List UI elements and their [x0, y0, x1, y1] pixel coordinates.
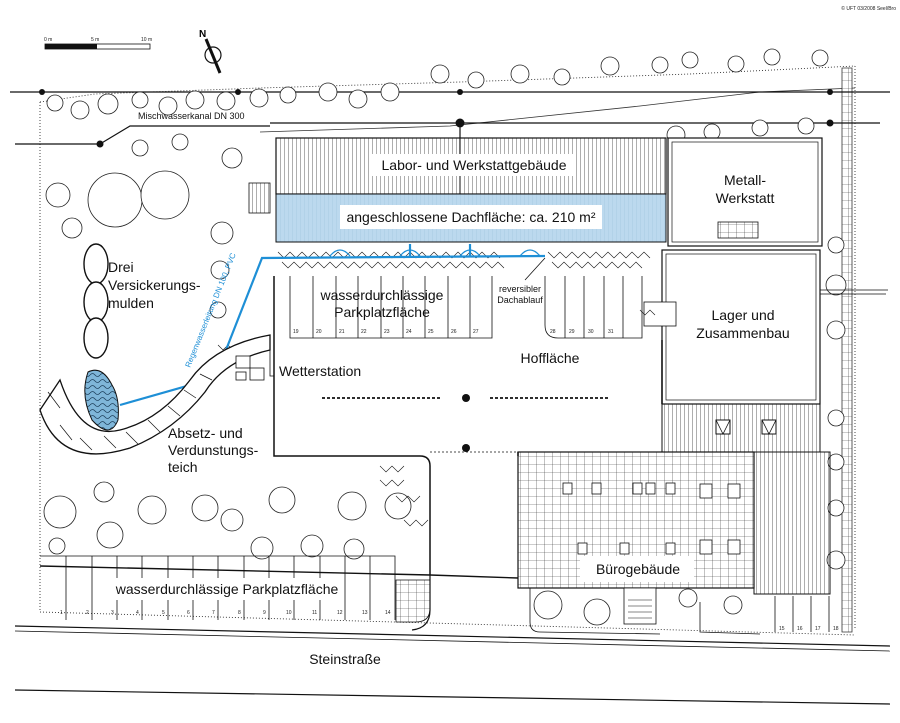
courtyard-outline: [273, 276, 663, 575]
office-label: Bürogebäude: [596, 561, 680, 577]
rainwater-pipe: [119, 244, 546, 407]
svg-text:12: 12: [337, 610, 343, 616]
svg-text:13: 13: [362, 610, 368, 616]
copyright-text: © UFT 03/2008 Seel/Bro: [841, 5, 896, 12]
svg-text:15: 15: [779, 626, 785, 632]
downspout-label-1: reversibler: [499, 284, 541, 294]
svg-text:1: 1: [60, 610, 63, 616]
yard-label: Hoffläche: [521, 350, 580, 366]
svg-text:18: 18: [833, 626, 839, 632]
street-label: Steinstraße: [309, 651, 381, 667]
parking-top-label-2: Parkplatzfläche: [334, 304, 430, 320]
parking-numbers-bottom: 1 2 3 4 5 6 7 8 9 10 11 12 13 14: [60, 610, 391, 616]
parking-right: [774, 596, 830, 632]
roof-area-label: angeschlossene Dachfläche: ca. 210 m²: [346, 209, 595, 225]
scale-tick-0: 0 m: [44, 37, 52, 43]
svg-text:7: 7: [212, 610, 215, 616]
parking-numbers-right: 15 16 17 18: [779, 626, 839, 632]
parking-numbers-top: 19 20 21 22 23 24 25 26 27 28 29 30 31: [293, 329, 614, 335]
trees: [43, 48, 847, 626]
metal-workshop-building: Metall- Werkstatt: [667, 137, 823, 247]
pond-label-1: Absetz- und: [168, 425, 243, 441]
infiltration-swales: [83, 243, 109, 359]
north-label: N: [199, 29, 206, 40]
scale-tick-10: 10 m: [141, 37, 152, 43]
svg-text:23: 23: [384, 329, 390, 335]
svg-text:14: 14: [385, 610, 391, 616]
corner-planting: [395, 575, 431, 631]
downspout-label-2: Dachablauf: [497, 295, 543, 305]
pond-label-2: Verdunstungs-: [168, 442, 259, 458]
lab-building: Labor- und Werkstattgebäude angeschlosse…: [275, 137, 667, 243]
office-building: Bürogebäude: [517, 451, 831, 625]
pond-label-3: teich: [168, 459, 198, 475]
pipe-gutter-arcs: [329, 249, 541, 257]
parking-top-left: [289, 276, 493, 339]
courtyard-edge: [39, 565, 519, 579]
svg-text:30: 30: [588, 329, 594, 335]
infiltration-label-2: Versickerungs-: [108, 277, 201, 293]
yard-markings: [322, 394, 608, 453]
infiltration-label-1: Drei: [108, 259, 134, 275]
svg-text:25: 25: [428, 329, 434, 335]
svg-text:5: 5: [162, 610, 165, 616]
svg-text:8: 8: [238, 610, 241, 616]
parking-top-label-1: wasserdurchlässige: [320, 287, 444, 303]
parking-bottom-label: wasserdurchlässige Parkplatzfläche: [115, 581, 339, 597]
svg-text:9: 9: [263, 610, 266, 616]
lab-building-label: Labor- und Werkstattgebäude: [382, 157, 567, 173]
annex-building: [661, 403, 821, 453]
storage-label-1: Lager und: [711, 307, 774, 323]
svg-text:31: 31: [608, 329, 614, 335]
weather-station-label: Wetterstation: [279, 363, 361, 379]
svg-text:6: 6: [187, 610, 190, 616]
svg-text:2: 2: [86, 610, 89, 616]
storage-building: Lager und Zusammenbau: [643, 249, 888, 405]
svg-text:26: 26: [451, 329, 457, 335]
north-arrow-icon: N: [199, 29, 222, 74]
sewer-label: Mischwasserkanal DN 300: [138, 111, 245, 121]
property-boundary: [39, 65, 856, 636]
stair-block: [248, 182, 271, 214]
right-hedge: [841, 67, 853, 633]
svg-text:20: 20: [316, 329, 322, 335]
storage-label-2: Zusammenbau: [696, 325, 789, 341]
svg-text:3: 3: [111, 610, 114, 616]
metal-workshop-label-1: Metall-: [724, 172, 766, 188]
svg-text:28: 28: [550, 329, 556, 335]
svg-text:11: 11: [312, 610, 317, 616]
scale-tick-5: 5 m: [91, 37, 99, 43]
svg-text:21: 21: [339, 329, 345, 335]
scale-bar: 0 m 5 m 10 m: [44, 37, 152, 50]
svg-text:4: 4: [136, 610, 139, 616]
street: [14, 588, 891, 705]
svg-text:17: 17: [815, 626, 821, 632]
svg-text:27: 27: [473, 329, 479, 335]
svg-text:16: 16: [797, 626, 803, 632]
svg-text:29: 29: [569, 329, 575, 335]
parking-top-right: [544, 276, 643, 339]
svg-text:19: 19: [293, 329, 299, 335]
svg-text:24: 24: [406, 329, 412, 335]
infiltration-label-3: mulden: [108, 295, 154, 311]
weather-station: [235, 336, 274, 381]
svg-text:22: 22: [361, 329, 367, 335]
upper-road-edge: [259, 87, 856, 133]
metal-workshop-label-2: Werkstatt: [716, 190, 775, 206]
svg-text:10: 10: [286, 610, 292, 616]
